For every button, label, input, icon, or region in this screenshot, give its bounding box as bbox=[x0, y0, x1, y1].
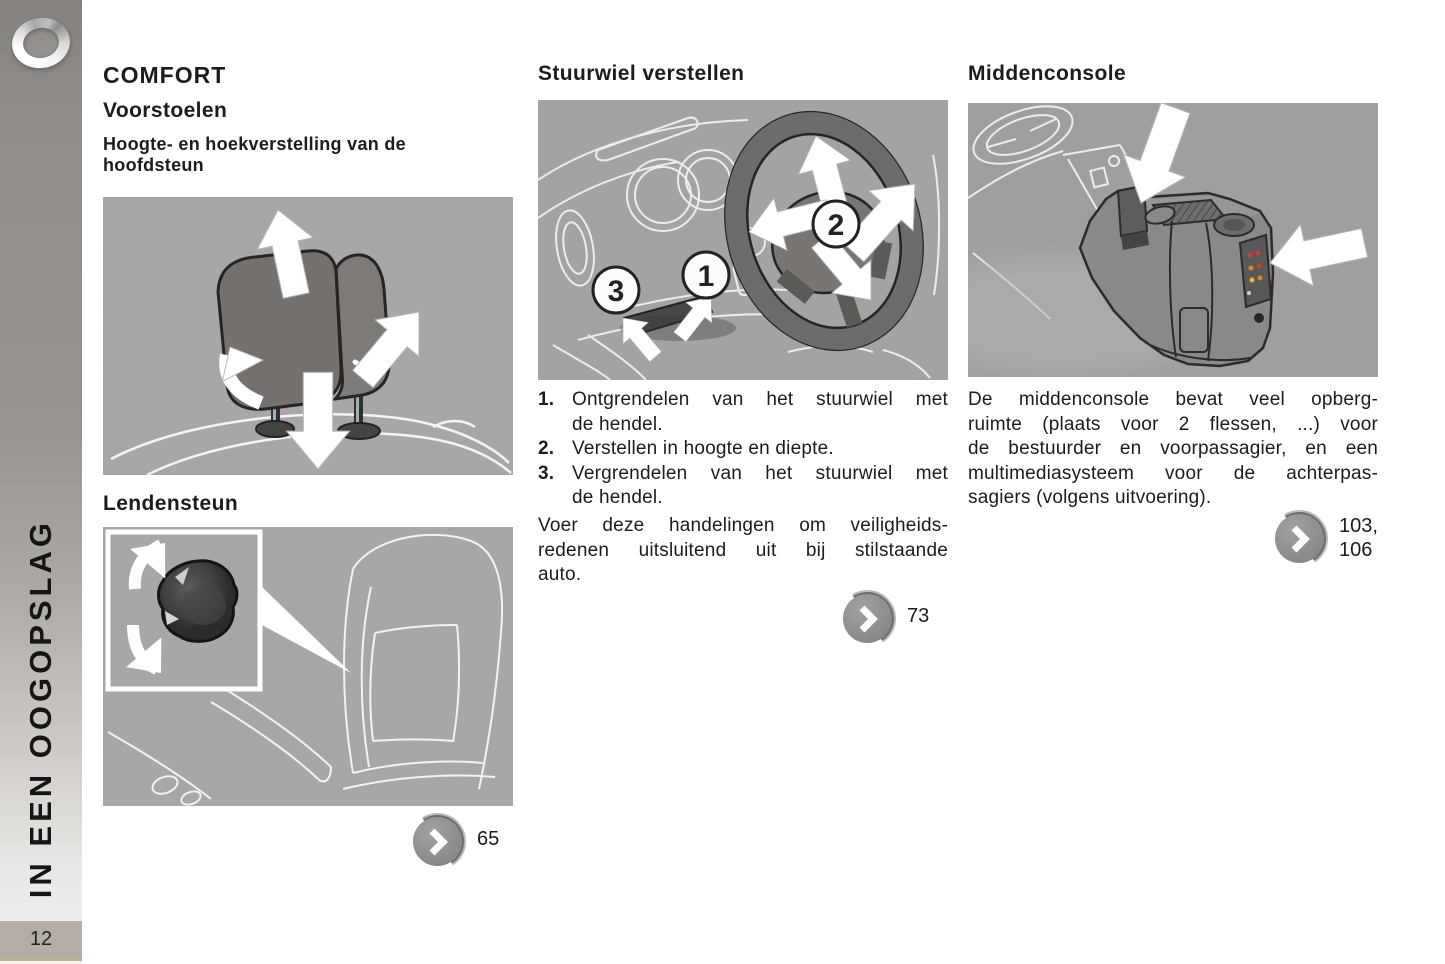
knob-rotation-arrows bbox=[126, 528, 183, 688]
chapter-label-wrap: IN EEN OOGOPSLAG bbox=[0, 519, 82, 898]
chapter-label: IN EEN OOGOPSLAG bbox=[23, 518, 58, 898]
body-line: multimediasysteem voor de achterpas- bbox=[968, 462, 1378, 484]
body-line: de bestuurder en voorpassagier, en een bbox=[968, 438, 1378, 459]
step-text-line: Vergrendelen van het stuurwiel met bbox=[572, 462, 948, 484]
headrest-posts bbox=[255, 393, 381, 440]
callout-pointer bbox=[260, 585, 351, 673]
badge-1: 1 bbox=[698, 260, 715, 293]
brand-ring-logo-hole bbox=[20, 25, 62, 61]
brand-ring-logo-icon bbox=[8, 13, 74, 73]
heading-headrest-adjust: Hoogte- en hoekverstelling van de hoofds… bbox=[103, 134, 406, 175]
badge-2-circle bbox=[811, 199, 861, 249]
page-reference[interactable]: 73 bbox=[836, 587, 930, 650]
chevron-right-icon bbox=[859, 605, 878, 632]
see-page-button[interactable] bbox=[406, 810, 469, 873]
seat-outline bbox=[107, 533, 504, 806]
heading-lumbar: Lendensteun bbox=[103, 492, 239, 515]
dashboard-outline bbox=[538, 116, 941, 380]
see-page-button[interactable] bbox=[1268, 507, 1331, 570]
body-line: ruimte (plaats voor 2 flessen, ...) voor bbox=[968, 413, 1378, 435]
chevron-right-icon bbox=[1291, 525, 1310, 552]
step-text-line: de hendel. bbox=[572, 487, 663, 508]
reference-page-number: 65 bbox=[477, 828, 500, 850]
note-line: Voer deze handelingen om veiligheids- bbox=[538, 515, 948, 536]
column-console: Middenconsole bbox=[968, 0, 1378, 964]
list-item: 3. Vergrendelen van het stuurwiel met de… bbox=[538, 462, 948, 511]
step-number: 1. bbox=[538, 389, 555, 410]
reference-page-numbers: 103, 106 bbox=[1339, 515, 1378, 561]
column-comfort: COMFORT Voorstoelen Hoogte- en hoekverst… bbox=[103, 0, 513, 964]
column-steering: Stuurwiel verstellen bbox=[538, 0, 948, 964]
section-title-steering: Stuurwiel verstellen bbox=[538, 62, 745, 85]
body-line: De middenconsole bevat veel opberg- bbox=[968, 389, 1378, 410]
page-reference[interactable]: 103, 106 bbox=[1268, 507, 1378, 570]
steering-figure: 2 1 3 bbox=[538, 100, 948, 380]
lumbar-knob bbox=[157, 559, 239, 643]
console-illustration bbox=[968, 103, 1378, 377]
console-figure bbox=[968, 103, 1378, 377]
section-title-console: Middenconsole bbox=[968, 62, 1127, 85]
subsection-title-voorstoelen: Voorstoelen bbox=[103, 99, 228, 122]
badge-3-circle bbox=[591, 265, 641, 315]
chevron-right-icon bbox=[429, 828, 448, 855]
lumbar-figure bbox=[103, 527, 513, 806]
badge-2: 2 bbox=[828, 209, 845, 242]
lumbar-illustration bbox=[103, 527, 513, 806]
page-number: 12 bbox=[0, 921, 82, 961]
note-line: redenen uitsluitend uit bij stilstaande bbox=[538, 539, 948, 561]
body-line: sagiers (volgens uitvoering). bbox=[968, 487, 1212, 508]
seat-top-outline bbox=[110, 413, 512, 475]
reference-page-number: 73 bbox=[907, 605, 930, 627]
page-reference[interactable]: 65 bbox=[406, 810, 500, 873]
steering-illustration: 2 1 3 bbox=[538, 100, 948, 380]
list-item: 2. Verstellen in hoogte en diepte. bbox=[538, 437, 948, 462]
safety-note: Voer deze handelingen om veiligheids- re… bbox=[538, 514, 948, 588]
headrest-illustration bbox=[103, 197, 513, 475]
step-badges: 2 1 3 bbox=[591, 199, 861, 315]
step-text-line: de hendel. bbox=[572, 413, 663, 435]
section-title: COMFORT bbox=[103, 62, 227, 88]
steering-steps: 1. Ontgrendelen van het stuurwiel met de… bbox=[538, 388, 948, 511]
see-page-button[interactable] bbox=[836, 587, 899, 650]
console-body bbox=[1078, 184, 1275, 368]
step-text-line: Verstellen in hoogte en diepte. bbox=[572, 438, 834, 459]
arrow-curved-tilt-icon bbox=[209, 335, 264, 410]
step-number: 2. bbox=[538, 438, 555, 459]
chapter-sidebar: IN EEN OOGOPSLAG 12 bbox=[0, 0, 82, 964]
step-number: 3. bbox=[538, 462, 555, 484]
badge-3: 3 bbox=[608, 275, 625, 308]
note-line: auto. bbox=[538, 564, 582, 585]
badge-1-circle bbox=[681, 250, 731, 300]
step-text-line: Ontgrendelen van het stuurwiel met bbox=[572, 389, 948, 410]
console-description: De middenconsole bevat veel opberg- ruim… bbox=[968, 388, 1378, 511]
rear-panel bbox=[1238, 233, 1273, 323]
list-item: 1. Ontgrendelen van het stuurwiel met de… bbox=[538, 388, 948, 437]
headrest-figure bbox=[103, 197, 513, 475]
